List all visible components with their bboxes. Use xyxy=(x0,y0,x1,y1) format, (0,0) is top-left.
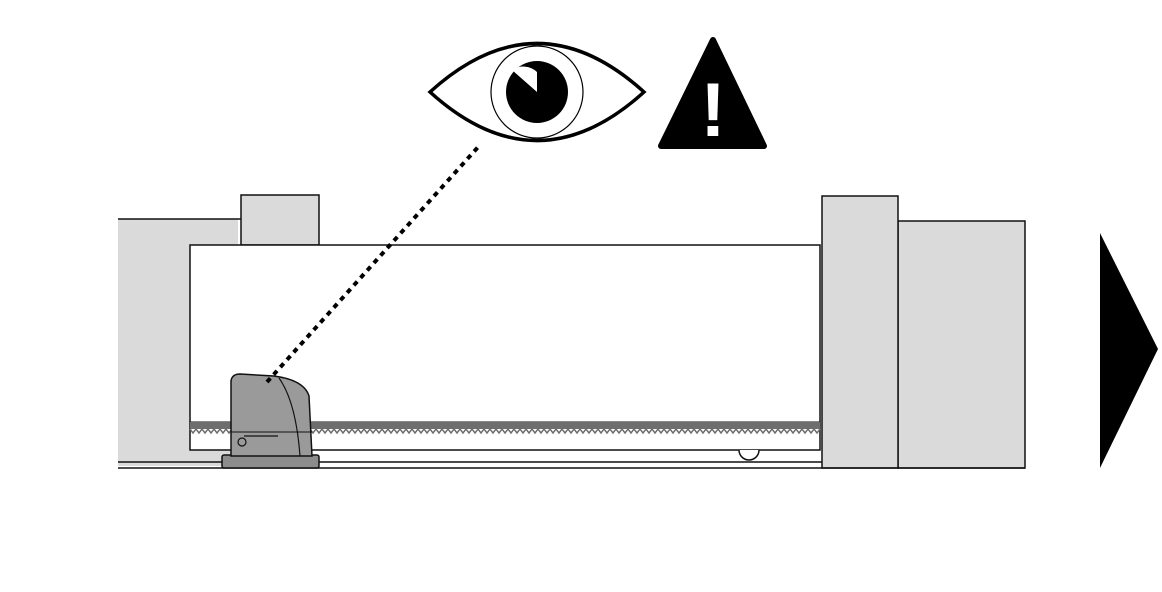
gate-motor xyxy=(221,373,320,469)
right-post xyxy=(821,195,899,469)
gate-wheel xyxy=(738,449,760,461)
left-post xyxy=(240,194,320,246)
direction-arrow-icon xyxy=(1100,233,1158,468)
warning-triangle-icon: ! xyxy=(658,37,767,153)
line-of-sight xyxy=(265,144,481,384)
right-wall xyxy=(821,195,1026,469)
right-wall-body xyxy=(897,220,1026,469)
eye-icon xyxy=(427,41,647,143)
motor-base xyxy=(221,454,320,469)
motor-indicator-light xyxy=(237,437,247,447)
warning-exclamation: ! xyxy=(700,68,725,153)
